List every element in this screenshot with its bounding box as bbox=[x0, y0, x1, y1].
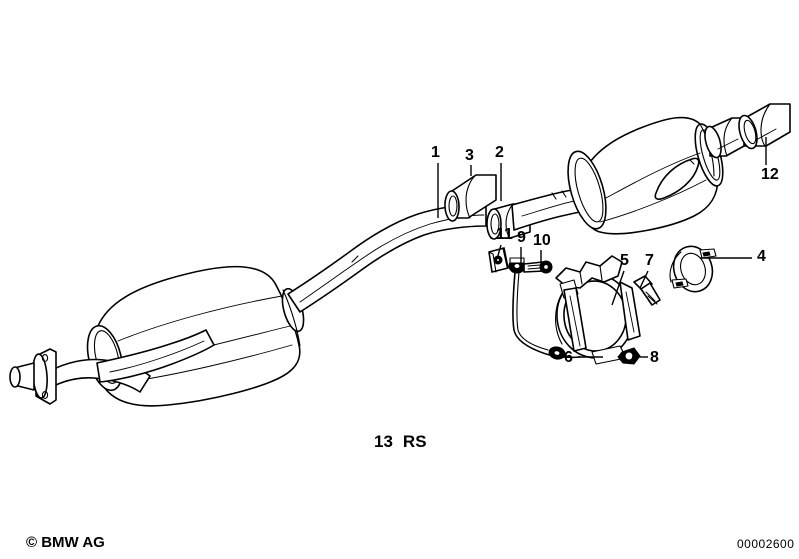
callout-label-6: 6 bbox=[564, 349, 573, 366]
callout-label-2: 2 bbox=[495, 144, 504, 161]
support-rod-6-group bbox=[512, 271, 581, 360]
callout-label-5: 5 bbox=[620, 252, 629, 269]
callout-leaders bbox=[437, 137, 767, 358]
callout-label-8: 8 bbox=[650, 349, 659, 366]
tail-pipe-segment-group bbox=[704, 117, 745, 159]
caption-number: 13 bbox=[374, 432, 393, 451]
bracket-11-group bbox=[488, 247, 509, 273]
figure-caption: 13 RS bbox=[374, 432, 427, 452]
callout-label-7: 7 bbox=[645, 252, 654, 269]
callout-label-4: 4 bbox=[757, 248, 766, 265]
holder-clamp-5-group bbox=[555, 255, 641, 365]
callout-label-12: 12 bbox=[761, 166, 779, 183]
bolt-7-group bbox=[633, 275, 661, 306]
front-pipe-flange-group bbox=[9, 329, 215, 405]
drawing-number: 00002600 bbox=[737, 537, 795, 551]
callout-label-11: 11 bbox=[496, 226, 513, 243]
tail-pipe-12-group bbox=[738, 103, 791, 150]
center-pipe-group bbox=[287, 203, 487, 313]
callout-label-10: 10 bbox=[533, 232, 551, 249]
callout-label-1: 1 bbox=[431, 144, 440, 161]
leader-line-11 bbox=[496, 244, 502, 260]
sleeve-3-group bbox=[444, 174, 497, 222]
bolt-9-group bbox=[508, 257, 526, 274]
bolt-10-group bbox=[523, 260, 553, 274]
leader-line-7 bbox=[639, 270, 649, 289]
clamp-ring-4-group bbox=[669, 245, 717, 293]
caption-code: RS bbox=[402, 432, 427, 451]
callout-label-3: 3 bbox=[465, 147, 474, 164]
copyright-notice: © BMW AG bbox=[26, 534, 105, 551]
rear-silencer-group bbox=[567, 116, 724, 235]
leader-line-5 bbox=[611, 270, 625, 306]
nut-8-group bbox=[617, 347, 641, 365]
callout-label-9: 9 bbox=[517, 229, 526, 246]
